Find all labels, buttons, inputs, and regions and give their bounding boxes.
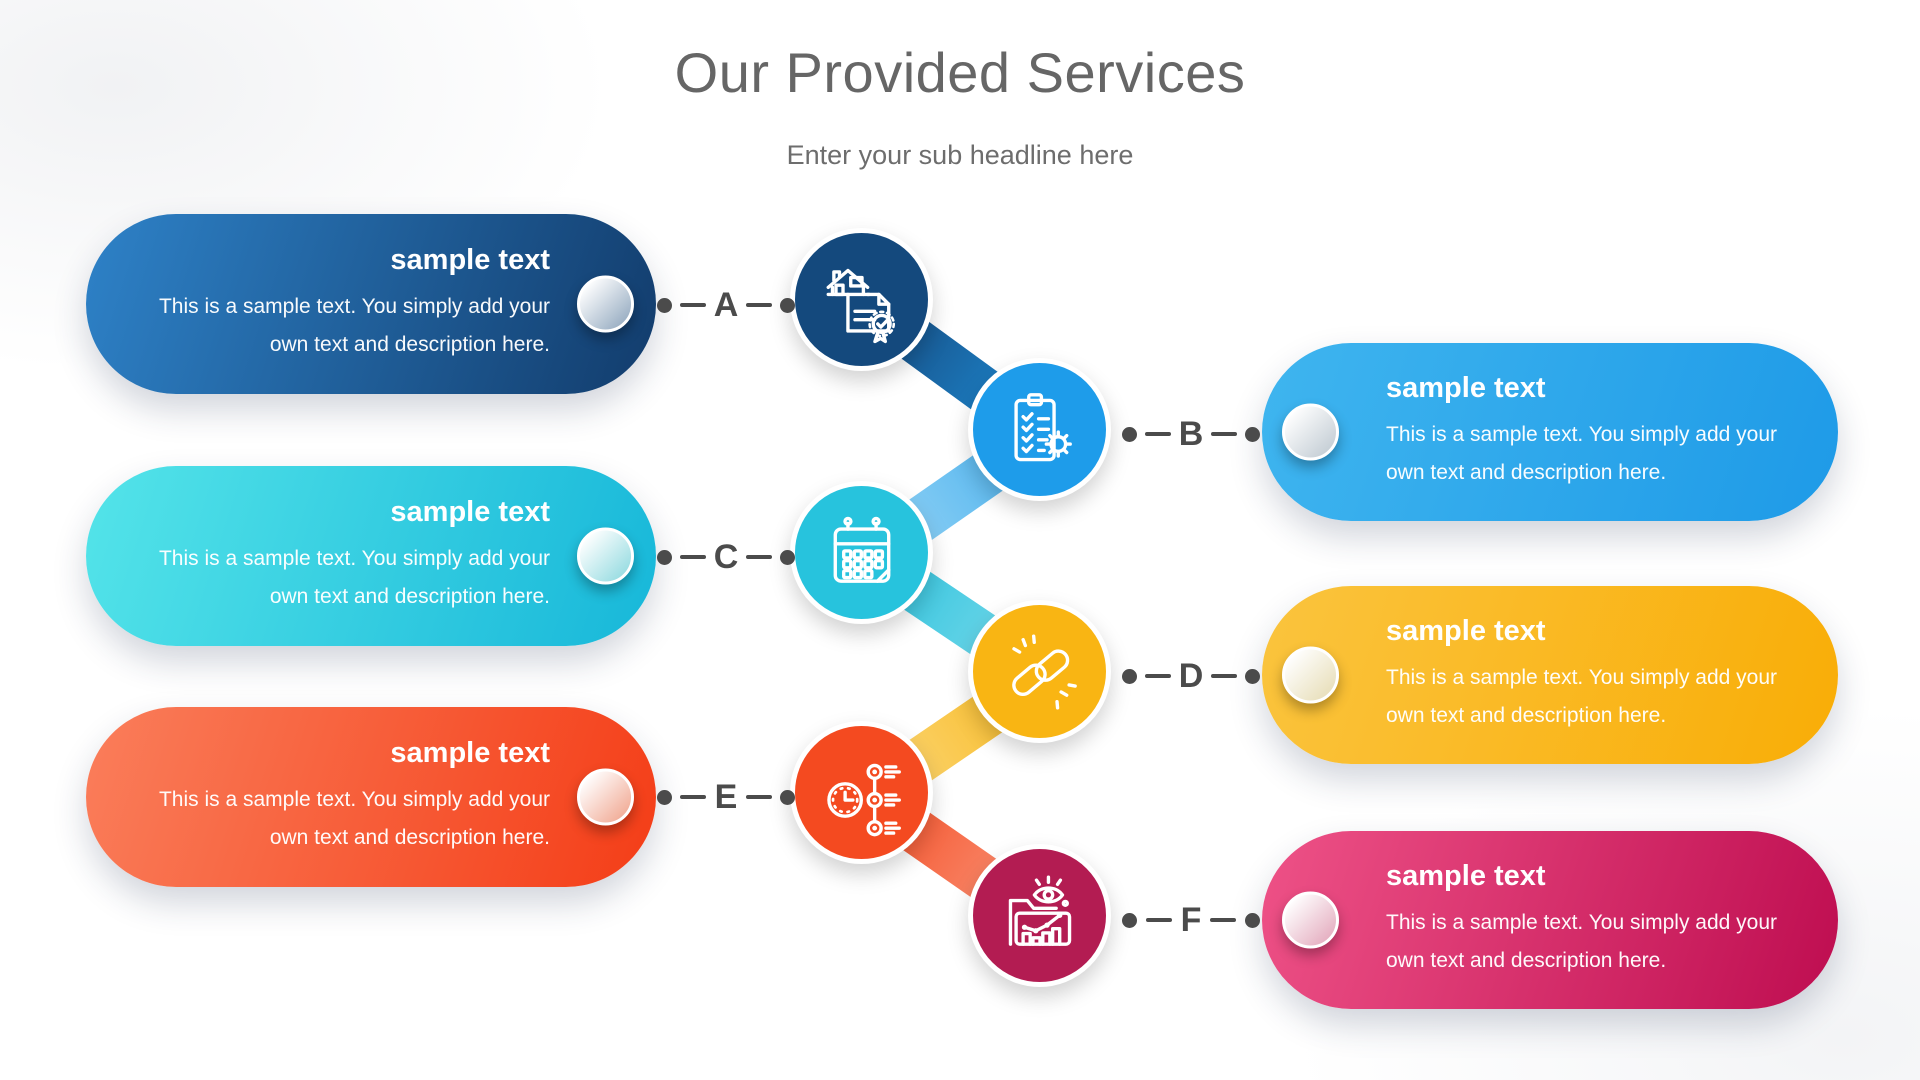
calendar-icon [833,516,890,583]
connector-dot [780,297,795,313]
connector-line [679,303,706,307]
step-letter-c: C [713,537,739,576]
connector-line [745,795,772,799]
decorative-sphere [577,275,634,333]
decorative-sphere [577,527,634,585]
step-letter-b: B [1178,414,1204,453]
service-card-a: sample text This is a sample text. You s… [86,214,656,394]
connector-dot [780,789,795,805]
card-title: sample text [390,736,550,769]
card-title: sample text [1386,614,1546,647]
page-title: Our Provided Services [674,41,1246,104]
connector-line [1210,918,1237,922]
service-card-e: sample text This is a sample text. You s… [86,707,656,887]
service-circle-d [968,600,1111,743]
connector-line [1211,674,1238,678]
connector-dot [657,549,672,565]
connector-dot [780,549,795,565]
decorative-sphere [577,768,634,826]
card-description: This is a sample text. You simply add yo… [1386,422,1778,484]
house-certificate-icon [826,268,895,343]
service-card-b: sample text This is a sample text. You s… [1262,343,1838,521]
connector-dot [1122,912,1137,928]
card-title: sample text [1386,371,1546,404]
connector-a: A [657,283,795,327]
connector-dot [1244,912,1260,928]
connector-dot [657,297,672,313]
decorative-sphere [1282,403,1339,461]
service-circle-c [790,481,933,624]
service-card-f: sample text This is a sample text. You s… [1262,831,1838,1009]
card-title: sample text [1386,859,1546,892]
service-card-c: sample text This is a sample text. You s… [86,466,656,646]
analytics-folder-eye-icon [1008,875,1071,946]
step-letter-a: A [713,285,739,324]
connector-line [1145,918,1172,922]
service-circle-f [968,844,1111,987]
connector-line [746,555,773,559]
service-circle-a [790,228,933,371]
connector-d: D [1122,654,1260,698]
step-letter-e: E [714,777,738,816]
card-title: sample text [390,495,550,528]
service-circle-e [790,721,933,864]
connector-dot [657,789,672,805]
connector-f: F [1122,898,1260,942]
connector-line [680,795,707,799]
step-letter-f: F [1180,900,1202,939]
connector-c: C [657,535,795,579]
connector-line [1211,432,1238,436]
connector-line [1144,674,1171,678]
decorative-sphere [1282,646,1339,704]
chain-link-icon [1011,633,1077,710]
card-description: This is a sample text. You simply add yo… [158,787,550,849]
connector-dot [1245,426,1260,442]
connector-e: E [657,775,795,819]
connector-b: B [1122,412,1260,456]
card-description: This is a sample text. You simply add yo… [1386,910,1778,972]
service-card-d: sample text This is a sample text. You s… [1262,586,1838,764]
service-circle-b [968,358,1111,501]
connector-dot [1122,668,1137,684]
page-subtitle: Enter your sub headline here [786,140,1134,170]
connector-line [1144,432,1171,436]
connector-line [746,303,773,307]
step-letter-d: D [1178,656,1204,695]
card-description: This is a sample text. You simply add yo… [1386,665,1778,727]
decorative-sphere [1282,891,1339,949]
card-description: This is a sample text. You simply add yo… [158,294,550,356]
card-description: This is a sample text. You simply add yo… [158,546,550,608]
clipboard-checklist-gear-icon [1013,392,1072,461]
connector-dot [1122,426,1137,442]
card-title: sample text [390,243,550,276]
connector-line [679,555,706,559]
clock-timeline-icon [826,763,901,836]
connector-dot [1245,668,1260,684]
